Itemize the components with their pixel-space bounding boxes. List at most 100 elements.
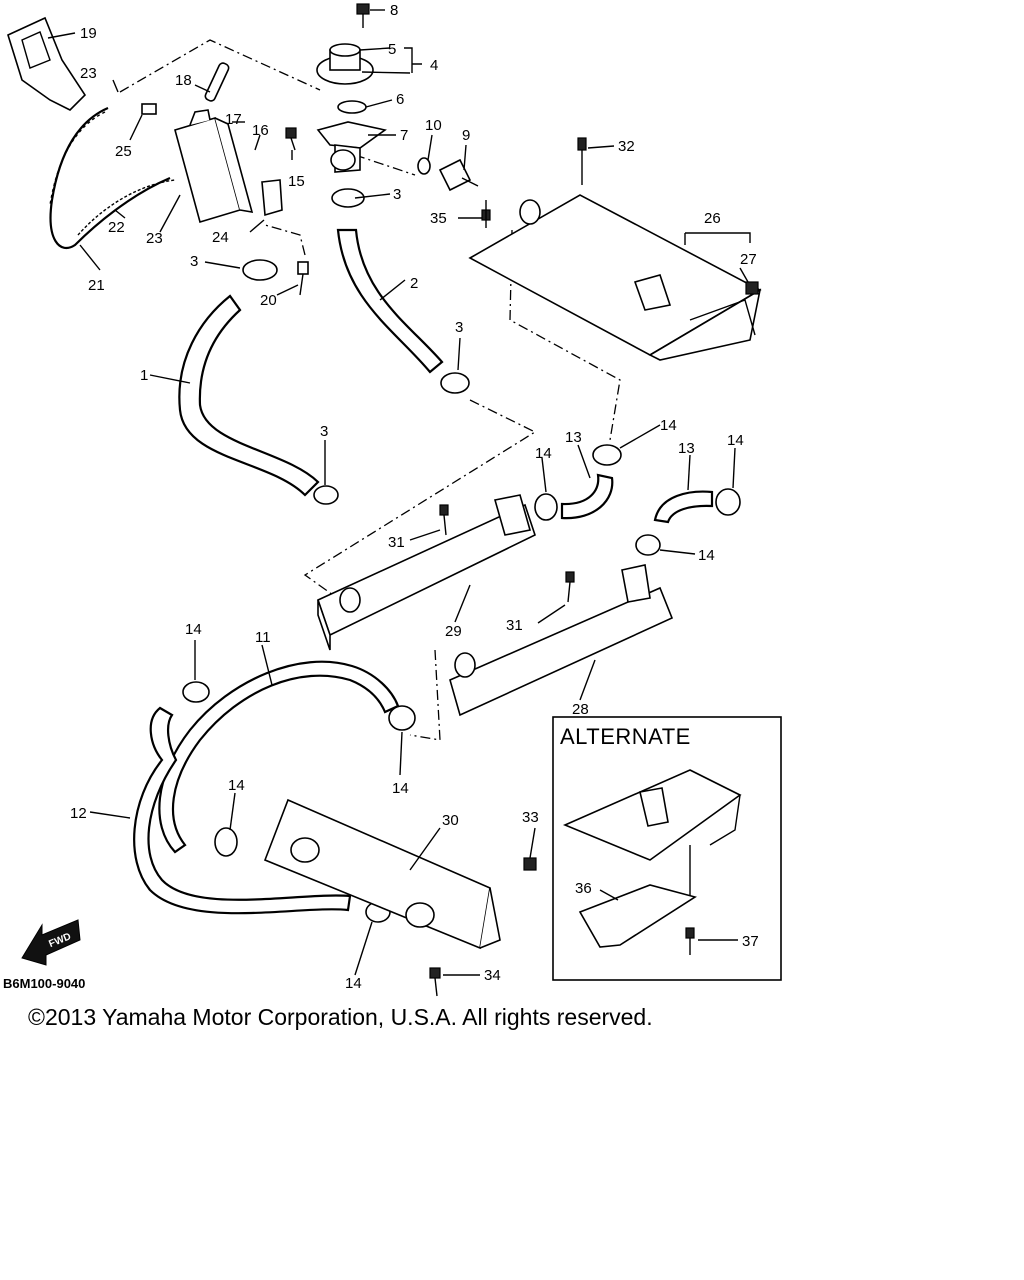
copyright-notice: ©2013 Yamaha Motor Corporation, U.S.A. A… <box>28 1004 653 1030</box>
elbow-hose-13 <box>653 490 714 524</box>
alternate-title: ALTERNATE <box>560 724 691 749</box>
callout-34: 34 <box>484 967 501 984</box>
callout-29: 29 <box>445 623 462 640</box>
callout-2: 2 <box>410 275 418 292</box>
reservoir-tank-16 <box>174 109 254 224</box>
hose-clamp-3 <box>440 372 470 394</box>
callout-31: 31 <box>506 617 523 634</box>
callout-28: 28 <box>572 701 589 718</box>
callout-30: 30 <box>442 812 459 829</box>
callout-8: 8 <box>390 2 398 19</box>
callout-11: 11 <box>255 629 271 646</box>
callout-18: 18 <box>175 72 192 89</box>
leader-lines <box>47 9 751 976</box>
hose-2 <box>336 228 444 374</box>
hose-clamp-14 <box>534 493 558 521</box>
callout-32: 32 <box>618 138 635 155</box>
callout-numbers: 19 23 18 8 5 4 6 17 16 10 9 7 32 25 15 3… <box>3 2 759 992</box>
callout-6: 6 <box>396 91 404 108</box>
radiator-30 <box>263 798 501 950</box>
callout-24: 24 <box>212 229 229 246</box>
callout-4: 4 <box>430 57 438 74</box>
bracket-24 <box>261 179 283 217</box>
callout-23: 23 <box>80 65 97 82</box>
gasket-6 <box>337 100 367 114</box>
callout-14: 14 <box>698 547 715 564</box>
callout-27: 27 <box>740 251 757 268</box>
bolt-15 <box>285 127 297 151</box>
callout-3: 3 <box>320 423 328 440</box>
fitting-25 <box>141 103 157 115</box>
callout-25: 25 <box>115 143 132 160</box>
bolt-35 <box>481 200 491 228</box>
radiator-28 <box>449 564 674 717</box>
callout-14: 14 <box>185 621 202 638</box>
screw-20 <box>297 261 309 296</box>
hose-clamp-3 <box>313 485 339 505</box>
bolt-8 <box>356 3 370 28</box>
callout-5: 5 <box>388 41 396 58</box>
hose-12 <box>133 706 352 915</box>
radiator-29 <box>317 494 536 651</box>
hose-18 <box>204 62 230 102</box>
callout-3: 3 <box>190 253 198 270</box>
callout-3: 3 <box>393 186 401 203</box>
parts-diagram: FWD <box>3 2 782 997</box>
callout-14: 14 <box>660 417 677 434</box>
callout-35: 35 <box>430 210 447 227</box>
callout-15: 15 <box>288 173 305 190</box>
overflow-hose-21 <box>49 106 171 250</box>
callout-14: 14 <box>727 432 744 449</box>
callout-26: 26 <box>704 210 721 227</box>
hose-clamp-3 <box>331 188 365 208</box>
overflow-hose-22 <box>77 179 176 236</box>
filler-neck-7 <box>316 121 387 173</box>
elbow-hose-13 <box>560 473 614 520</box>
nut-33 <box>523 857 537 871</box>
callout-20: 20 <box>260 292 277 309</box>
callout-1: 1 <box>140 367 148 384</box>
callout-21: 21 <box>88 277 105 294</box>
hose-clamp-14 <box>182 681 210 703</box>
hose-1 <box>178 294 320 497</box>
alternate-box <box>552 716 782 981</box>
callout-16: 16 <box>252 122 269 139</box>
callout-3: 3 <box>455 319 463 336</box>
bolt-32 <box>577 137 587 185</box>
guard-plate-19 <box>7 16 87 111</box>
hose-clamp-3 <box>242 259 278 281</box>
radiator-26 <box>468 194 762 361</box>
callout-9: 9 <box>462 127 470 144</box>
hose-clamp-14 <box>635 534 661 556</box>
callout-13: 13 <box>678 440 695 457</box>
callout-13: 13 <box>565 429 582 446</box>
bolt-34 <box>429 967 441 997</box>
callout-22: 22 <box>108 219 125 236</box>
temp-sensor-9 <box>438 158 479 192</box>
callout-14: 14 <box>392 780 409 797</box>
fwd-arrow-icon: FWD <box>21 919 81 966</box>
hose-clamp-14 <box>214 827 238 857</box>
callout-36: 36 <box>575 880 592 897</box>
callout-17: 17 <box>225 111 242 128</box>
callout-12: 12 <box>70 805 87 822</box>
washer-10 <box>417 157 431 175</box>
callout-19: 19 <box>80 25 97 42</box>
radiator-cap-5 <box>316 43 374 85</box>
hose-clamp-14 <box>715 488 741 516</box>
hose-11 <box>158 660 400 854</box>
hose-clamp-14 <box>388 705 416 731</box>
callout-33: 33 <box>522 809 539 826</box>
screw-31 <box>565 571 575 603</box>
nut-27 <box>745 281 759 295</box>
callout-14: 14 <box>228 777 245 794</box>
callout-23: 23 <box>146 230 163 247</box>
callout-7: 7 <box>400 127 408 144</box>
diagram-code: B6M100-9040 <box>3 976 85 991</box>
callout-14: 14 <box>535 445 552 462</box>
screw-31 <box>439 504 449 536</box>
callout-10: 10 <box>425 117 442 134</box>
hose-clamp-14 <box>592 444 622 466</box>
bolt-37 <box>685 927 695 955</box>
callout-37: 37 <box>742 933 759 950</box>
